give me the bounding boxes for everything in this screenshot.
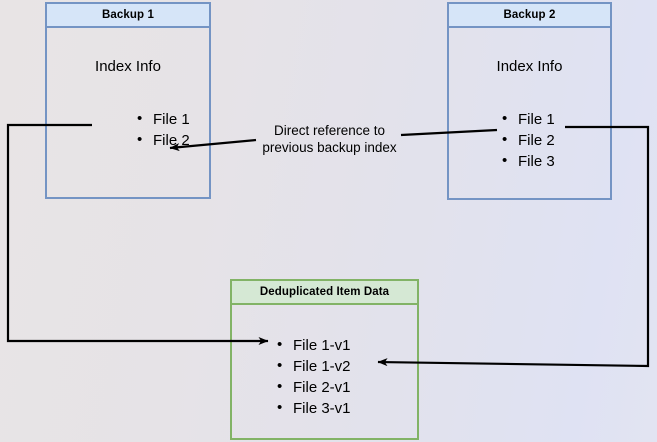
backup1-body: Index Info File 1 File 2: [47, 28, 209, 197]
dedup-header: Deduplicated Item Data: [232, 281, 417, 305]
backup2-body: Index Info File 1 File 2 File 3: [449, 28, 610, 198]
list-item: File 1: [137, 108, 190, 130]
direct-reference-line-1: Direct reference to: [273, 123, 386, 138]
backup2-index-info-label: Index Info: [496, 58, 563, 75]
backup2-header: Backup 2: [449, 4, 610, 28]
direct-reference-label: Direct reference to previous backup inde…: [256, 122, 403, 156]
list-item: File 3-v1: [277, 397, 351, 419]
list-item: File 2-v1: [277, 376, 351, 398]
direct-reference-line-2: previous backup index: [262, 140, 397, 155]
backup1-box[interactable]: Backup 1 Index Info File 1 File 2: [45, 2, 211, 199]
list-item: File 1-v2: [277, 355, 351, 377]
backup1-index-info-label: Index Info: [95, 58, 161, 75]
deduplicated-item-data-box[interactable]: Deduplicated Item Data File 1-v1 File 1-…: [230, 279, 419, 440]
list-item: File 2: [502, 129, 555, 151]
backup1-file-list: File 1 File 2: [137, 108, 190, 151]
backup1-header: Backup 1: [47, 4, 209, 28]
backup2-file-list: File 1 File 2 File 3: [502, 108, 555, 172]
list-item: File 3: [502, 150, 555, 172]
dedup-file-list: File 1-v1 File 1-v2 File 2-v1 File 3-v1: [277, 334, 351, 419]
backup2-box[interactable]: Backup 2 Index Info File 1 File 2 File 3: [447, 2, 612, 200]
list-item: File 2: [137, 129, 190, 151]
list-item: File 1: [502, 108, 555, 130]
dedup-body: File 1-v1 File 1-v2 File 2-v1 File 3-v1: [232, 305, 417, 438]
list-item: File 1-v1: [277, 334, 351, 356]
